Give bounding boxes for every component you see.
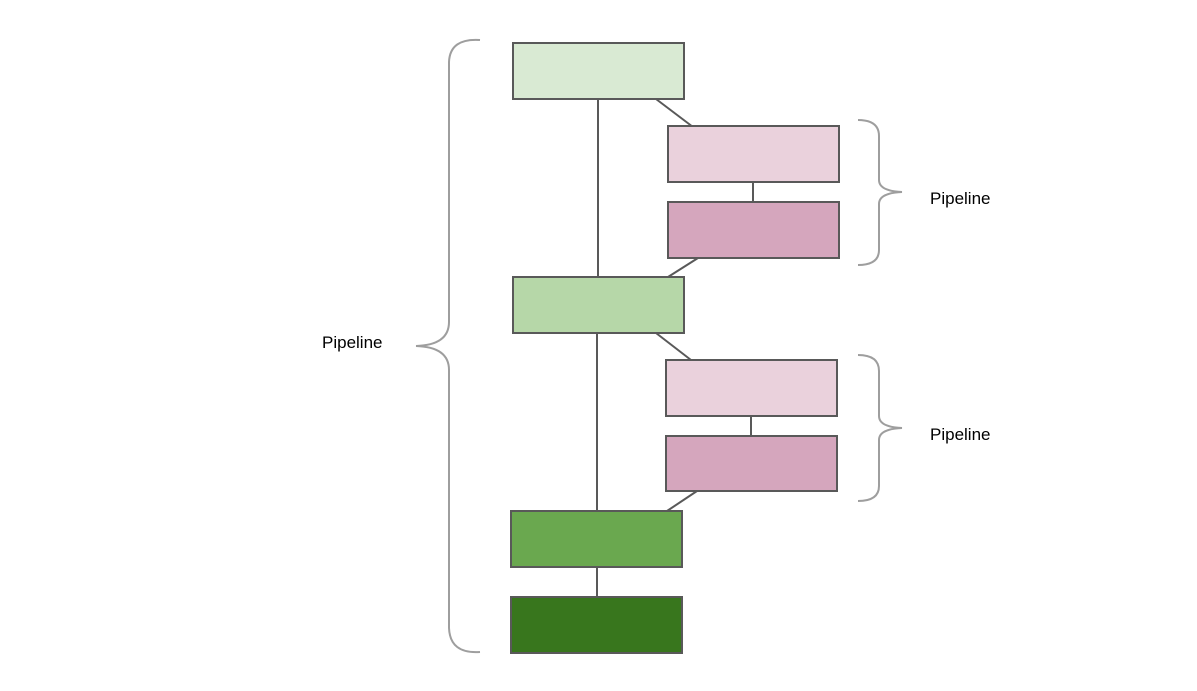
- lower-branch-step-2-box: [665, 435, 838, 492]
- outer-pipeline-brace: [415, 38, 481, 654]
- outer-pipeline-label: Pipeline: [322, 333, 383, 352]
- upper-branch-step-1-box: [667, 125, 840, 183]
- upper-branch-step-2-box: [667, 201, 840, 259]
- upper-pipeline-brace: [857, 119, 903, 266]
- connector-branch-1-out: [655, 98, 694, 128]
- connector-branch-1-in: [667, 257, 699, 278]
- connector-branch-2-out: [655, 332, 692, 361]
- lower-pipeline-label: Pipeline: [930, 425, 991, 444]
- main-step-2-box: [512, 276, 685, 334]
- lower-branch-step-1-box: [665, 359, 838, 417]
- lower-pipeline-brace: [857, 354, 903, 502]
- main-step-1-box: [512, 42, 685, 100]
- connector-branch-2-in: [666, 490, 698, 512]
- main-step-3-box: [510, 510, 683, 568]
- main-step-4-box: [510, 596, 683, 654]
- connectors: [596, 98, 754, 597]
- upper-pipeline-label: Pipeline: [930, 189, 991, 208]
